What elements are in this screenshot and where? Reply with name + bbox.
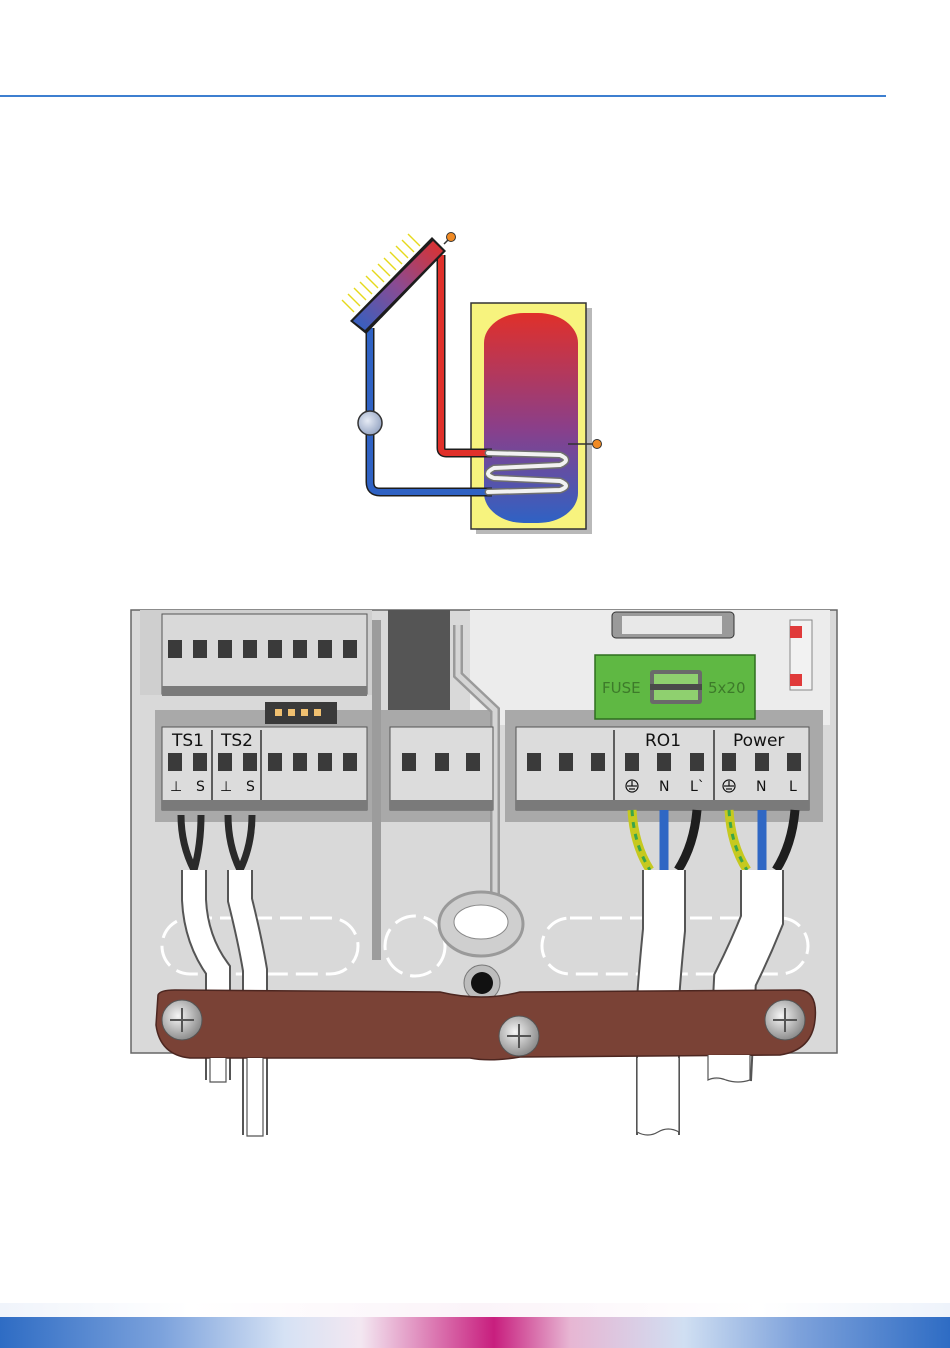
collector-sensor-icon bbox=[447, 233, 456, 242]
middle-terminal-block bbox=[390, 727, 493, 810]
fuse-label: FUSE bbox=[602, 679, 641, 697]
screw-icon bbox=[499, 1016, 539, 1056]
footer-band bbox=[0, 1303, 950, 1348]
ts2-ground-pin-label: ⊥ bbox=[220, 779, 232, 795]
ts2-signal-pin-label: S bbox=[246, 779, 255, 795]
solar-schematic bbox=[0, 0, 950, 560]
screw-icon bbox=[162, 1000, 202, 1040]
ts2-label: TS2 bbox=[220, 731, 253, 751]
power-label: Power bbox=[733, 731, 784, 751]
tank-sensor-icon bbox=[593, 440, 602, 449]
ro1-label: RO1 bbox=[645, 731, 681, 751]
strain-relief-clamp bbox=[156, 990, 815, 1060]
terminal-block-diagram: FUSE 5x20 TS1 TS2 ⊥ S ⊥ S bbox=[0, 600, 950, 1160]
upper-connector bbox=[162, 614, 367, 696]
ts1-signal-pin-label: S bbox=[196, 779, 205, 795]
fuse-size-label: 5x20 bbox=[708, 679, 746, 697]
power-neutral-pin-label: N bbox=[756, 779, 766, 795]
ro1-live-pin-label: L` bbox=[690, 779, 705, 795]
ts1-label: TS1 bbox=[171, 731, 204, 751]
solar-collector-icon bbox=[342, 234, 446, 334]
ts1-ground-pin-label: ⊥ bbox=[170, 779, 182, 795]
power-live-pin-label: L bbox=[789, 779, 797, 795]
screw-icon bbox=[765, 1000, 805, 1040]
ro1-neutral-pin-label: N bbox=[659, 779, 669, 795]
pump-icon bbox=[358, 411, 382, 435]
